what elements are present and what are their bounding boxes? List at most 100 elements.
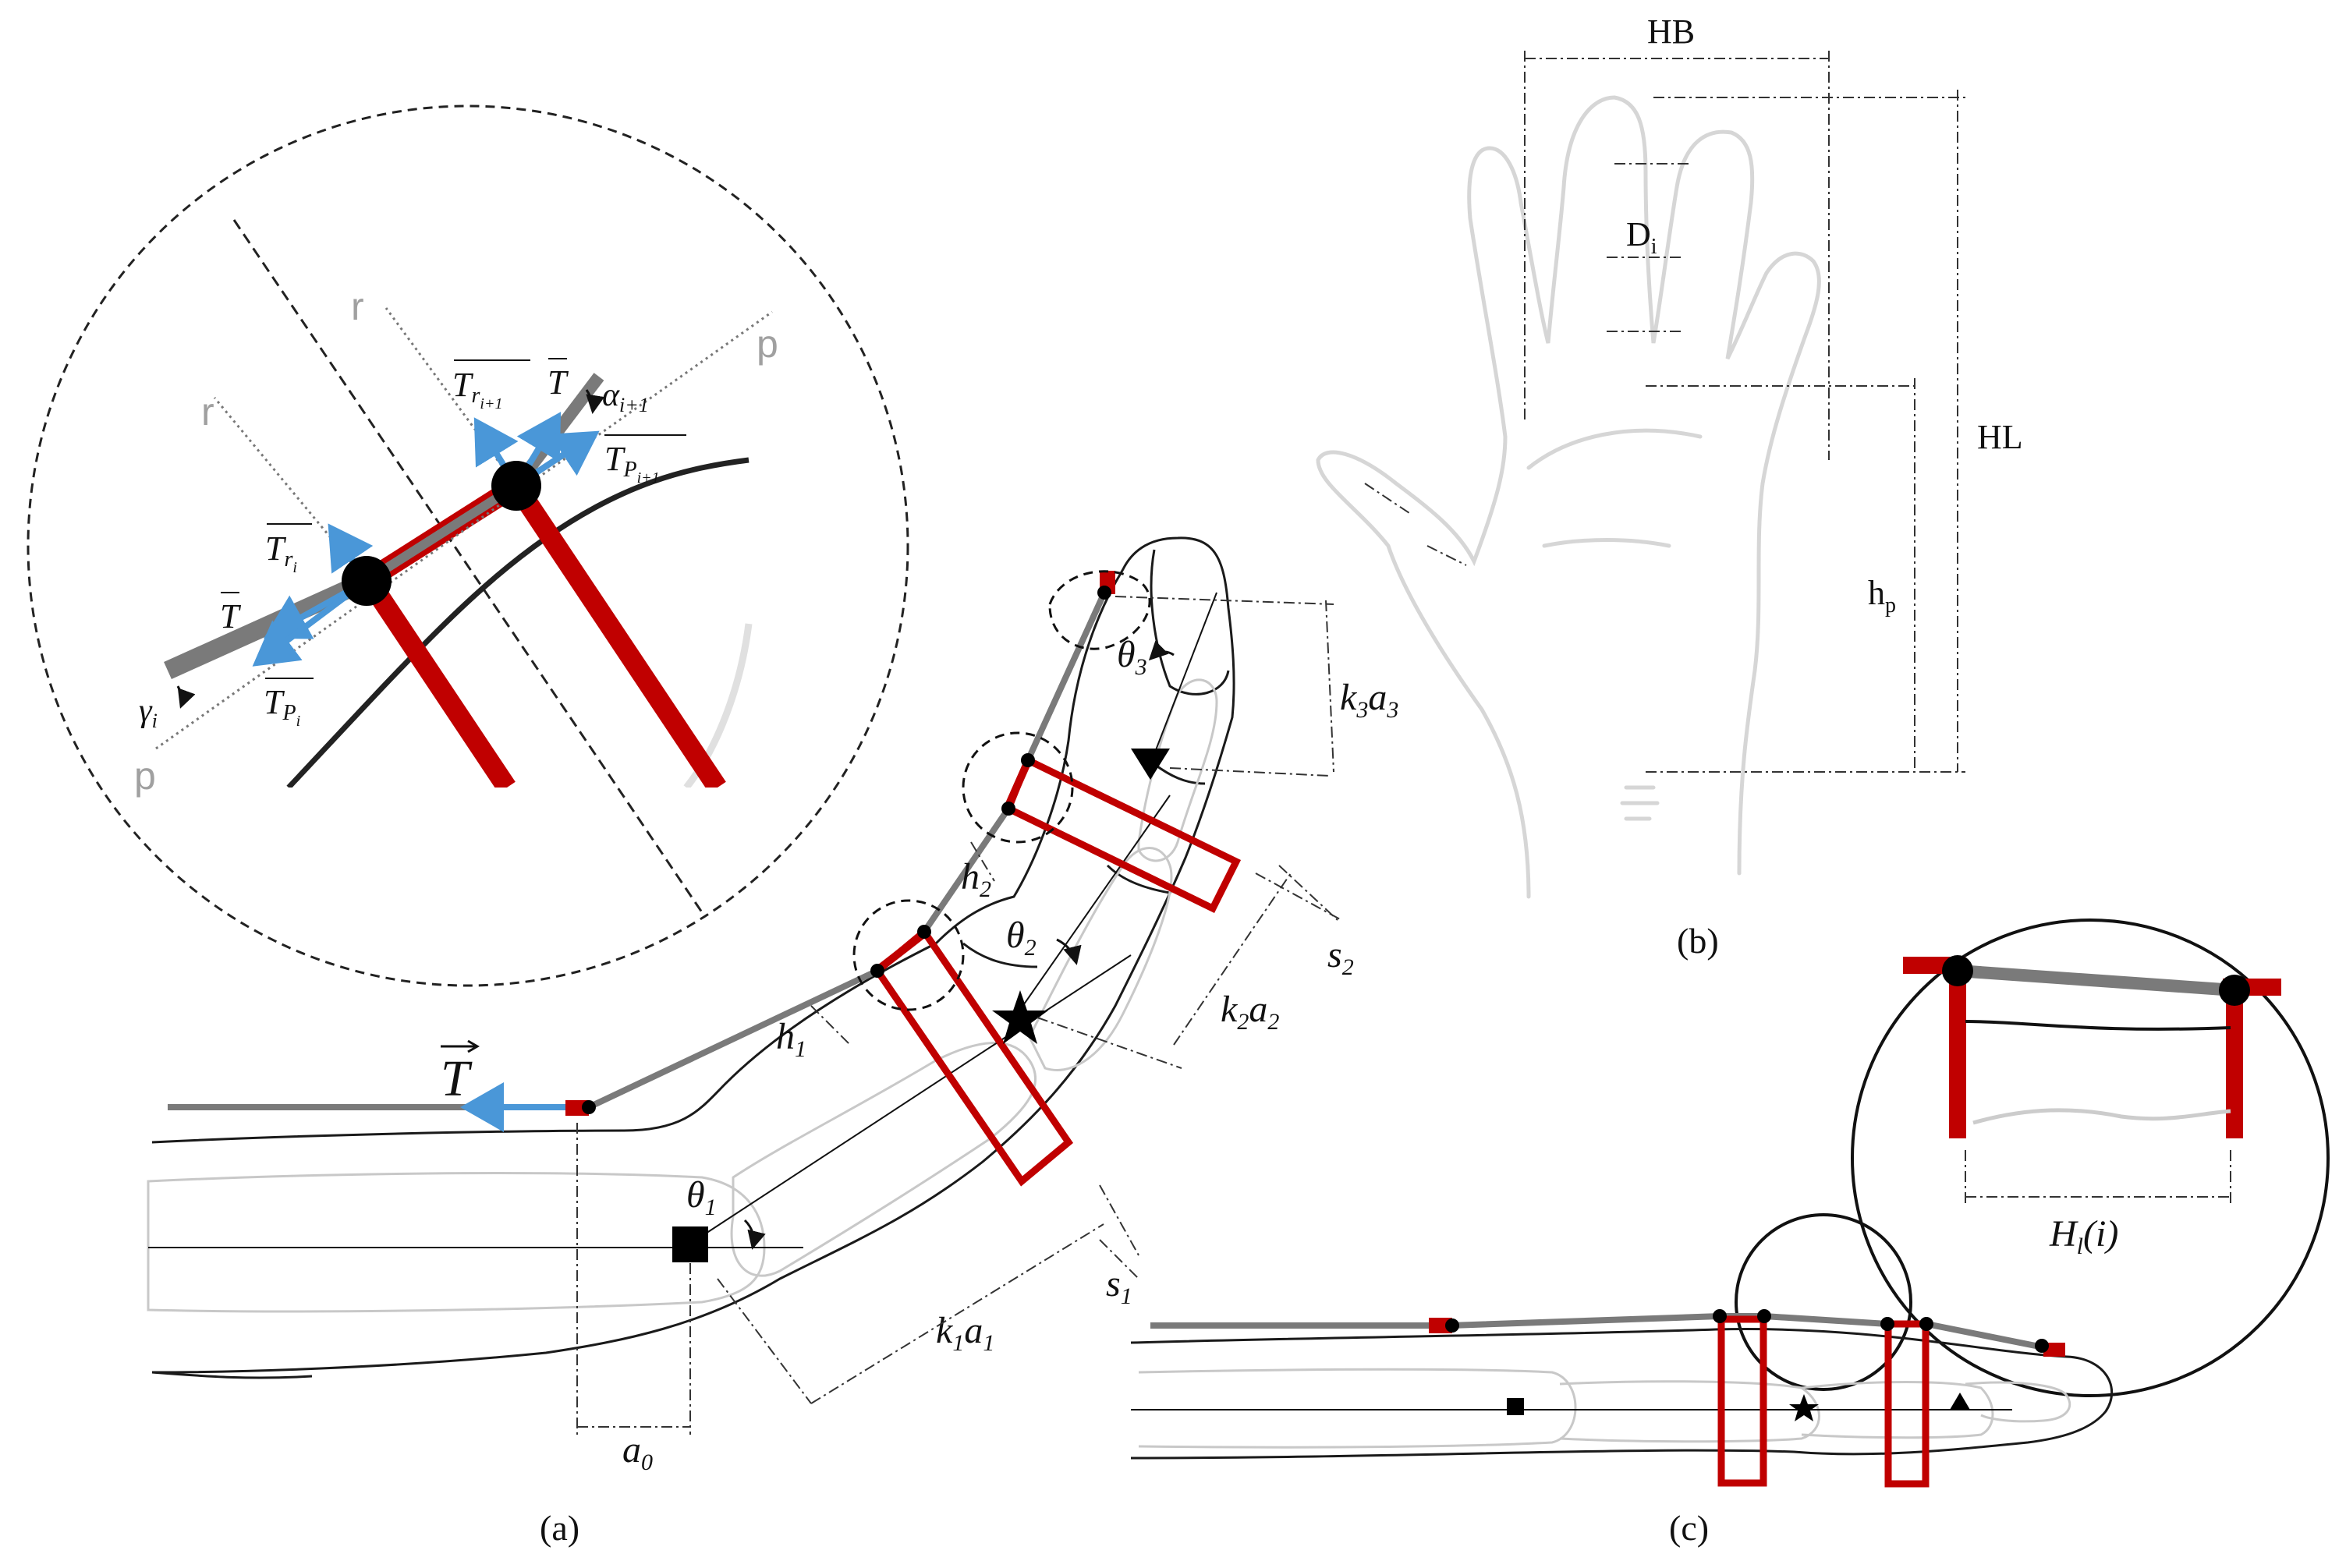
inset-label-gamma: γi [139, 693, 158, 732]
center-mark-c-square [1507, 1398, 1524, 1415]
hand-wrist-lines [1620, 785, 1660, 821]
inset-label-alpha: αi+1 [602, 377, 649, 416]
finger-crease-1 [962, 942, 1038, 968]
joint-circle-1 [852, 899, 965, 1011]
axis-middle [1019, 795, 1171, 1011]
joint-dot-3 [1097, 586, 1111, 600]
joint-dot-2b [1021, 753, 1035, 767]
label-HL: HL [1977, 418, 2023, 456]
inset-skin-dark [286, 457, 750, 788]
label-k3a3: k3a3 [1340, 677, 1398, 723]
inset-label-Tri: Tri [265, 523, 312, 576]
label-s2: s2 [1327, 934, 1354, 980]
inset-r-label-left: r [201, 390, 214, 434]
inset-p-label-bottom: p [134, 754, 156, 798]
svg-text:T: T [548, 363, 569, 402]
bone-proximal [730, 1042, 1037, 1277]
bone-metacarpal [147, 1172, 766, 1313]
label-hp: hp [1868, 574, 1896, 618]
panel-c-finger: Hl(i) (c) [1130, 919, 2330, 1548]
joint-c-2b [1919, 1317, 1933, 1331]
caption-a: (a) [540, 1508, 579, 1548]
inset-tendon-overlay [363, 481, 519, 586]
finger-c-outline [1130, 1328, 2114, 1460]
tension-label-T: T [441, 1039, 480, 1107]
inset-p-axis [155, 310, 773, 750]
joint-dot-0 [582, 1100, 596, 1114]
center-mark-star [992, 990, 1048, 1044]
pulley-2 [1002, 755, 1242, 914]
label-s1: s1 [1106, 1263, 1132, 1309]
finger-c-bones [1138, 1368, 2071, 1449]
joint-arc-3 [1048, 570, 1151, 650]
svg-text:TPi: TPi [264, 683, 300, 730]
center-mark-c-star [1789, 1394, 1819, 1421]
inset-content [286, 457, 753, 788]
joint-dot-2a [1001, 802, 1015, 816]
label-theta1: θ1 [686, 1174, 717, 1220]
finger-outline-top [151, 536, 1235, 1374]
finger-crease-3 [1154, 763, 1206, 785]
hand-palm-crease-1 [1542, 538, 1671, 548]
center-mark-triangle [1131, 749, 1170, 780]
joint-c-0 [1445, 1318, 1459, 1333]
joint-c-2a [1880, 1317, 1894, 1331]
inset-label-Tpi1: TPi+1 [604, 434, 686, 487]
svg-text:T: T [441, 1050, 473, 1107]
inset-joint-i1 [491, 461, 541, 511]
joint-circle-2 [962, 731, 1074, 844]
label-Hl: Hl(i) [2049, 1213, 2118, 1259]
tendon-path [587, 591, 1107, 1110]
zoom-circle-small [1735, 1213, 1912, 1391]
center-mark-square [672, 1226, 708, 1262]
inset-label-Tri1: Tri+1 [452, 359, 530, 412]
label-h1: h1 [776, 1016, 806, 1062]
inset-circle [27, 104, 909, 987]
inset-label-Tpi: TPi [264, 678, 314, 730]
zoom-circle-large [1851, 919, 2330, 1397]
svg-text:Tri: Tri [265, 529, 297, 576]
pulley-c-2 [1884, 1320, 1930, 1488]
finger-outline-bottom [151, 1371, 313, 1379]
center-mark-c-triangle [1950, 1393, 1970, 1410]
anchor-c-0 [1429, 1318, 1452, 1333]
panel-b-hand: HB HL Di hp (b) [1316, 12, 2023, 961]
dimension-lines-a [576, 596, 1342, 1435]
label-theta3: θ3 [1117, 634, 1147, 680]
theta1-arc [743, 1219, 766, 1250]
label-h2: h2 [961, 856, 991, 902]
inset-r-label-right: r [351, 285, 364, 328]
finger-crease-2 [1106, 864, 1171, 894]
joint-dot-1a [870, 964, 884, 978]
bone-middle [1028, 847, 1173, 1071]
inset-joint-i [342, 556, 392, 606]
finger-nail [1150, 549, 1230, 696]
label-Di: Di [1626, 215, 1657, 259]
inset-section-line [232, 219, 703, 913]
zoom-detail-c [1903, 955, 2281, 1205]
caption-c: (c) [1669, 1508, 1709, 1548]
inset-alpha-arc [585, 389, 605, 414]
inset-red-bar-left [358, 571, 516, 788]
tendon-c-path [1450, 1313, 2044, 1350]
joint-c-1a [1713, 1309, 1727, 1323]
anchor-c-3 [2043, 1343, 2065, 1357]
hand-palm-crease-2 [1526, 428, 1703, 470]
inset-gamma-arc [176, 685, 196, 709]
axis-distal [1150, 592, 1217, 765]
caption-b: (b) [1677, 921, 1719, 961]
joint-dot-1b [917, 925, 931, 939]
inset-zoom-group: r r p p Tri T TPi Tri+1 T TPi+1 γi αi+1 [27, 104, 909, 987]
label-k1a1: k1a1 [936, 1310, 994, 1356]
dimension-lines-b [1364, 51, 1965, 773]
hand-outline [1316, 95, 1821, 899]
label-theta2: θ2 [1006, 915, 1037, 961]
pulley-c-1 [1717, 1315, 1767, 1487]
svg-text:Tri+1: Tri+1 [452, 366, 502, 412]
label-HB: HB [1647, 12, 1695, 51]
joint-c-3 [2035, 1339, 2049, 1353]
inset-red-bar-right [506, 477, 726, 788]
inset-p-label-top: p [757, 322, 778, 366]
joint-c-1b [1757, 1309, 1771, 1323]
